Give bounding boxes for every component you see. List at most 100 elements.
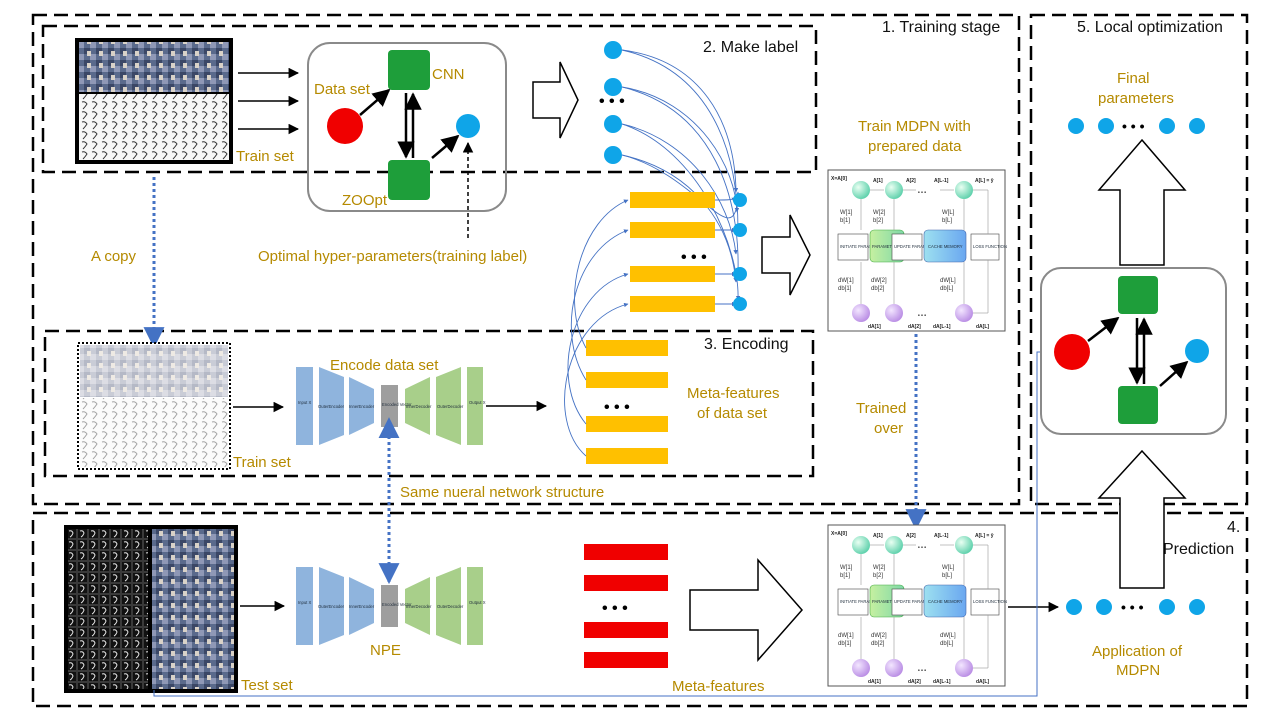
optimal-param-node — [456, 114, 480, 138]
mdpn-train-da1: dA[1] — [868, 324, 881, 330]
svg-text:dW[2]: dW[2] — [871, 633, 887, 639]
trained-over-label-1: Trained — [856, 400, 906, 417]
agg-node-3 — [733, 267, 747, 281]
svg-text:b[L]: b[L] — [942, 218, 952, 224]
mdpn-test-da1: dA[1] — [868, 679, 881, 685]
mdpn-train-al: A[L] = ŷ — [975, 178, 994, 184]
train-mdpn-label-1: Train MDPN with — [858, 118, 971, 135]
zoopt-process-box — [307, 42, 507, 212]
final-node-1 — [1068, 118, 1084, 134]
meta-bar-train-3 — [630, 266, 715, 282]
application-label-1: Application of — [1092, 643, 1183, 660]
prediction-title: Prediction — [1163, 541, 1234, 558]
mdpn-test-x: X=A[0] — [831, 531, 847, 537]
mdpn-train-a1: A[1] — [873, 178, 883, 184]
trained-over-label-2: over — [874, 420, 903, 437]
mdpn-train-dots-bottom: • • • — [918, 313, 926, 319]
pred-nodes-ellipsis: • • • — [1121, 599, 1144, 615]
mdpn-test-a2: A[2] — [906, 533, 916, 539]
final-params-label-2: parameters — [1098, 90, 1174, 107]
optimal-hp-label: Optimal hyper-parameters(training label) — [258, 248, 527, 265]
svg-text:db[L]: db[L] — [940, 641, 954, 647]
mdpn-figure-train: X=A[0] A[1] A[2] • • • A[L-1] A[L] = ŷ I… — [827, 169, 1007, 332]
mdpn-train-cache: CACHE MEMORY — [928, 244, 963, 249]
same-structure-label: Same nueral network structure — [400, 484, 604, 501]
meta-bar-test-2 — [584, 575, 668, 591]
arrow-zoopt-to-param — [431, 134, 460, 159]
svg-text:W[2]: W[2] — [873, 565, 886, 571]
encoding-to-bar-connections — [564, 199, 629, 457]
pred-node-2 — [1096, 599, 1112, 615]
enc-test-input: Input X — [298, 600, 311, 605]
mdpn-train-init: INITIATE PARAMETERS — [840, 244, 887, 249]
mdpn-train-loss: LOSS FUNCTION — [973, 244, 1007, 249]
meta-bar-train-4 — [630, 296, 715, 312]
enc-test-innerdec: InnerDecoder — [406, 604, 432, 609]
enc-train-outer: OuterEncoder — [318, 404, 345, 409]
mdpn-train-dal1: dA[L-1] — [933, 324, 951, 330]
mdpn-test-loss: LOSS FUNCTION — [973, 599, 1007, 604]
meta-bar-train-1 — [630, 192, 715, 208]
application-label-2: MDPN — [1116, 662, 1160, 679]
svg-text:dW[2]: dW[2] — [871, 278, 887, 284]
meta-bar-test-3 — [584, 622, 668, 638]
up-block-arrow-top — [1097, 138, 1187, 266]
final-node-3 — [1159, 118, 1175, 134]
mdpn-test-dal1: dA[L-1] — [933, 679, 951, 685]
svg-text:dW[1]: dW[1] — [838, 278, 854, 284]
enc-test-inner: InnerEncoder — [349, 604, 375, 609]
encoding-title: 3. Encoding — [704, 336, 789, 353]
svg-text:db[L]: db[L] — [940, 286, 954, 292]
meta-features-label-1: Meta-features — [687, 385, 780, 402]
encoder-network-train: Input X OuterEncoder InnerEncoder Encode… — [296, 367, 486, 445]
enc-test-outerdec: OuterDecoder — [437, 604, 464, 609]
training-stage-frame — [31, 13, 1021, 506]
local-zoopt-node — [1118, 386, 1158, 424]
mdpn-train-dots-top: • • • — [918, 190, 926, 196]
encoding-frame — [43, 329, 815, 478]
svg-text:W[L]: W[L] — [942, 565, 955, 571]
enc-train-vector: Encoded Vector — [382, 402, 412, 407]
meta-bar-test-1 — [584, 544, 668, 560]
test-set-image — [64, 525, 238, 693]
svg-text:W[2]: W[2] — [873, 210, 886, 216]
svg-text:dW[1]: dW[1] — [838, 633, 854, 639]
cnn-node — [388, 50, 430, 90]
label-node-2 — [604, 78, 622, 96]
mdpn-test-a1: A[1] — [873, 533, 883, 539]
mdpn-train-dal: dA[L] — [976, 324, 989, 330]
local-param-node — [1185, 339, 1209, 363]
to-mdpn-test-block-arrow — [689, 558, 803, 662]
enc-train-input: Input X — [298, 400, 311, 405]
label-node-3 — [604, 115, 622, 133]
final-nodes-ellipsis: • • • — [1122, 118, 1145, 134]
final-params-label-1: Final — [1117, 70, 1150, 87]
make-label-block-arrow — [532, 61, 579, 139]
enc-test-vector: Encoded Vector — [382, 602, 412, 607]
encoder-network-test: Input X OuterEncoder InnerEncoder Encode… — [296, 567, 486, 645]
svg-text:W[L]: W[L] — [942, 210, 955, 216]
meta-bars-ellipsis: • • • — [681, 249, 707, 266]
final-node-4 — [1189, 118, 1205, 134]
make-label-title: 2. Make label — [703, 39, 798, 56]
enc-train-innerdec: InnerDecoder — [406, 404, 432, 409]
svg-text:b[L]: b[L] — [942, 573, 952, 579]
final-node-2 — [1098, 118, 1114, 134]
label-nodes-ellipsis: • • • — [599, 93, 625, 110]
mdpn-test-cache: CACHE MEMORY — [928, 599, 963, 604]
meta-bar-train-2 — [630, 222, 715, 238]
mdpn-test-up: UPDATE PARAMETERS — [894, 599, 941, 604]
test-set-label: Test set — [241, 677, 294, 694]
mdpn-test-dal: dA[L] — [976, 679, 989, 685]
train-set-image-mid — [77, 342, 231, 470]
meta-bar-enc-2 — [586, 372, 668, 388]
training-stage-title: 1. Training stage — [882, 19, 1000, 36]
local-optimization-frame — [1029, 13, 1249, 506]
pred-node-1 — [1066, 599, 1082, 615]
svg-text:b[2]: b[2] — [873, 218, 883, 224]
train-set-image-top — [75, 38, 233, 164]
zoopt-node — [388, 160, 430, 200]
svg-text:b[2]: b[2] — [873, 573, 883, 579]
pred-node-4 — [1189, 599, 1205, 615]
